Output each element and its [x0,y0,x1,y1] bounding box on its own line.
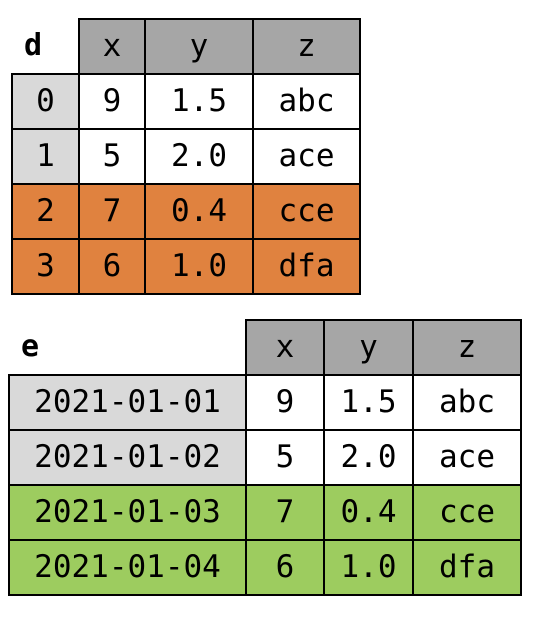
column-header-y: y [144,18,254,75]
cell-y: 2.0 [323,429,414,486]
row-index: 3 [11,238,80,295]
cell-z: cce [412,484,522,541]
cell-x: 9 [245,374,325,431]
table-row: 2021-01-03 7 0.4 cce [8,484,522,541]
cell-z: cce [252,183,361,240]
header-row: e x y z [9,319,522,376]
cell-x: 6 [245,539,325,596]
cell-z: abc [412,374,522,431]
row-index: 2021-01-03 [8,484,247,541]
table-row: 2021-01-02 5 2.0 ace [8,429,522,486]
cell-z: dfa [412,539,522,596]
cell-y: 0.4 [144,183,254,240]
dataframe-d-table: d x y z 0 9 1.5 abc 1 5 2.0 ace 2 7 0.4 … [11,18,361,295]
row-index: 2 [11,183,80,240]
column-header-z: z [252,18,361,75]
table-row: 2021-01-01 9 1.5 abc [8,374,522,431]
cell-y: 2.0 [144,128,254,185]
cell-y: 0.4 [323,484,414,541]
cell-z: abc [252,73,361,130]
column-header-z: z [412,319,522,376]
cell-x: 5 [78,128,146,185]
row-index: 0 [11,73,80,130]
row-index: 1 [11,128,80,185]
cell-z: dfa [252,238,361,295]
cell-z: ace [252,128,361,185]
header-row: d x y z [12,18,361,75]
cell-x: 7 [78,183,146,240]
cell-x: 6 [78,238,146,295]
table-row: 2 7 0.4 cce [11,183,361,240]
table-name: e [21,329,40,364]
table-row: 1 5 2.0 ace [11,128,361,185]
table-row: 2021-01-04 6 1.0 dfa [8,539,522,596]
cell-x: 7 [245,484,325,541]
row-index: 2021-01-01 [8,374,247,431]
column-header-x: x [245,319,325,376]
cell-y: 1.5 [144,73,254,130]
table-row: 0 9 1.5 abc [11,73,361,130]
column-header-y: y [323,319,414,376]
cell-z: ace [412,429,522,486]
cell-x: 9 [78,73,146,130]
column-header-x: x [78,18,146,75]
table-row: 3 6 1.0 dfa [11,238,361,295]
cell-y: 1.0 [144,238,254,295]
cell-y: 1.5 [323,374,414,431]
cell-y: 1.0 [323,539,414,596]
cell-x: 5 [245,429,325,486]
table-name: d [24,28,43,63]
dataframe-e-table: e x y z 2021-01-01 9 1.5 abc 2021-01-02 … [8,319,522,596]
row-index: 2021-01-02 [8,429,247,486]
row-index: 2021-01-04 [8,539,247,596]
